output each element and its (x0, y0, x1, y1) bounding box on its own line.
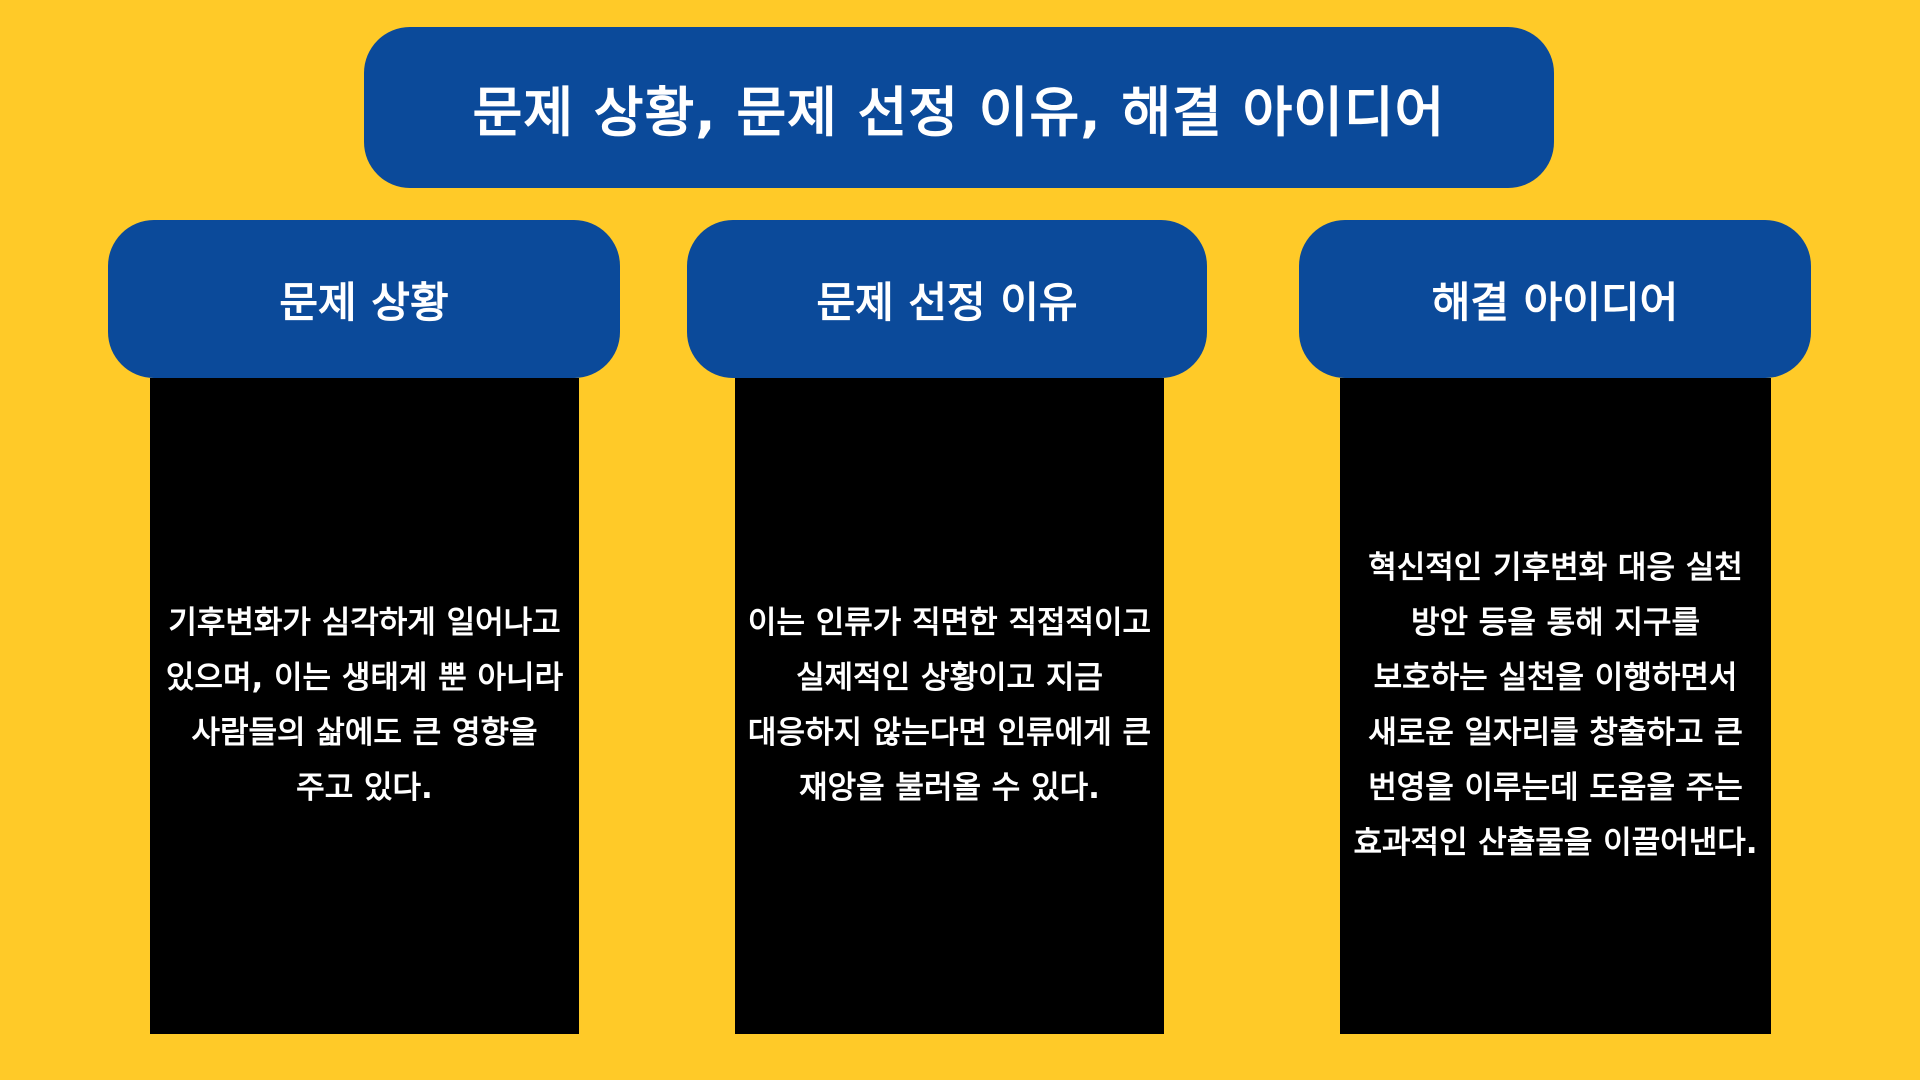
column-body-text: 혁신적인 기후변화 대응 실천 방안 등을 통해 지구를 보호하는 실천을 이행… (1353, 550, 1758, 861)
title-banner: 문제 상황, 문제 선정 이유, 해결 아이디어 (364, 27, 1554, 188)
column-body-selection-reason: 이는 인류가 직면한 직접적이고 실제적인 상황이고 지금 대응하지 않는다면 … (735, 378, 1164, 1034)
column-header-label: 해결 아이디어 (1431, 277, 1679, 327)
column-header-label: 문제 상황 (279, 277, 449, 327)
column-body-solution-idea: 혁신적인 기후변화 대응 실천 방안 등을 통해 지구를 보호하는 실천을 이행… (1340, 378, 1771, 1034)
column-body-text: 기후변화가 심각하게 일어나고 있으며, 이는 생태계 뿐 아니라 사람들의 삶… (165, 605, 564, 806)
column-body-problem-situation: 기후변화가 심각하게 일어나고 있으며, 이는 생태계 뿐 아니라 사람들의 삶… (150, 378, 579, 1034)
column-header-selection-reason: 문제 선정 이유 (687, 220, 1207, 378)
column-header-problem-situation: 문제 상황 (108, 220, 620, 378)
page-title: 문제 상황, 문제 선정 이유, 해결 아이디어 (472, 81, 1446, 144)
column-body-text: 이는 인류가 직면한 직접적이고 실제적인 상황이고 지금 대응하지 않는다면 … (747, 605, 1152, 806)
column-header-solution-idea: 해결 아이디어 (1299, 220, 1811, 378)
column-header-label: 문제 선정 이유 (816, 277, 1078, 327)
